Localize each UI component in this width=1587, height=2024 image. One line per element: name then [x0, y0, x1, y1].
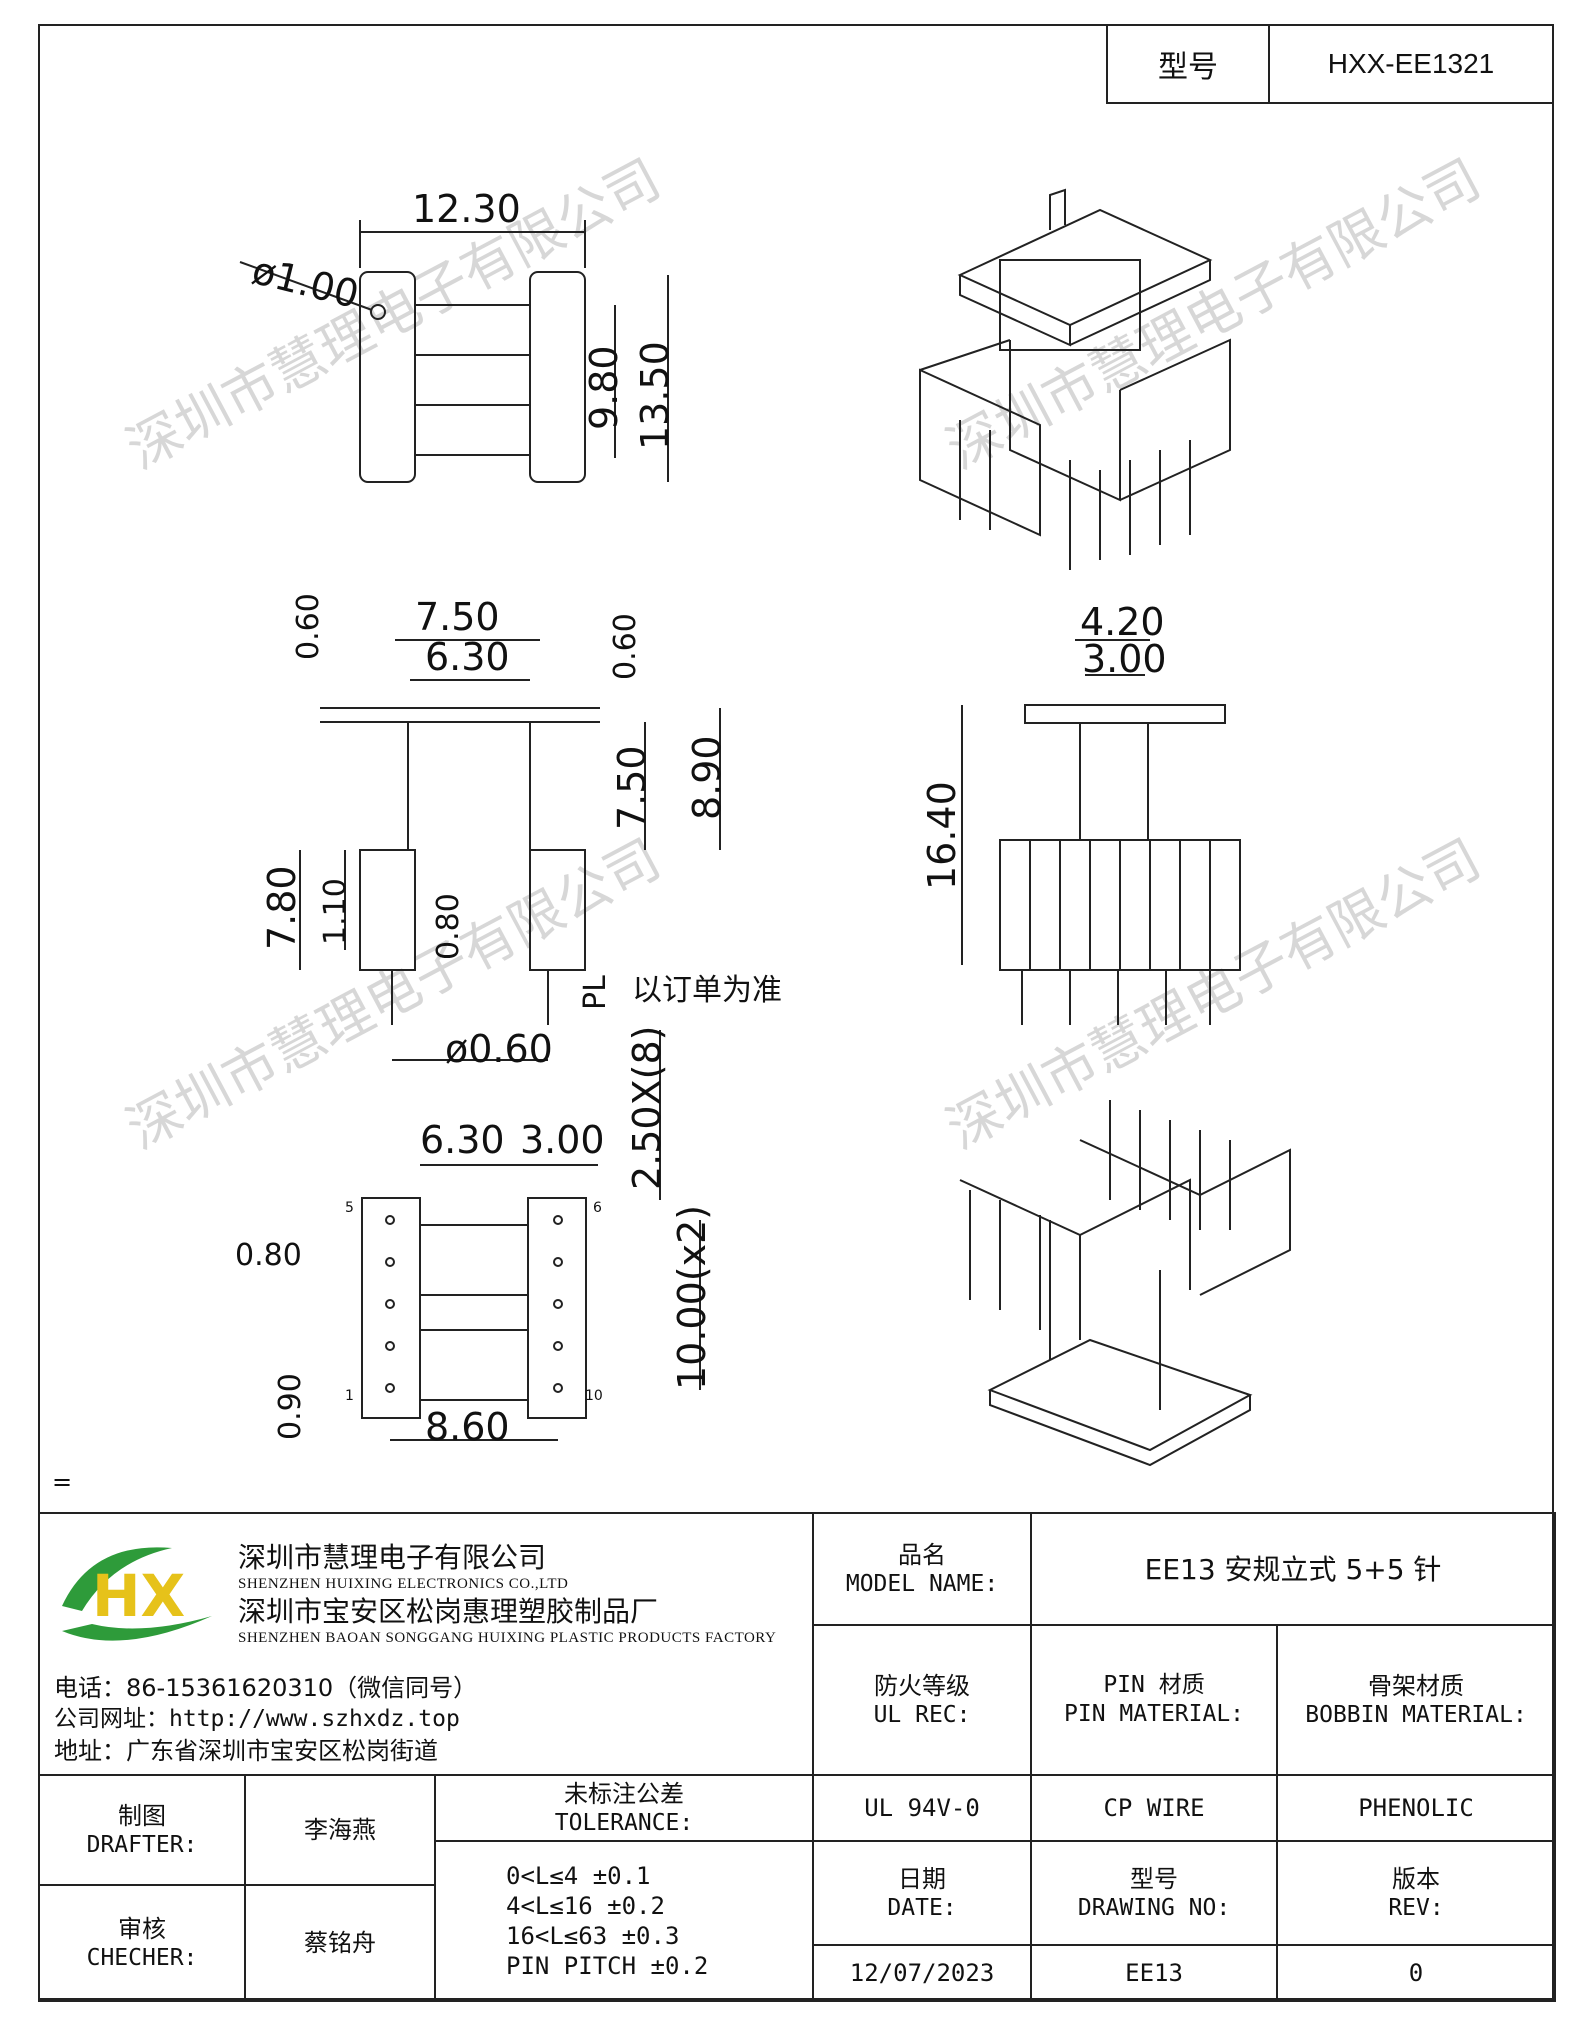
factory-name-cn: 深圳市宝安区松岗惠理塑胶制品厂 — [238, 1594, 659, 1628]
title-block: HX 深圳市慧理电子有限公司 SHENZHEN HUIXING ELECTRON… — [37, 1512, 1557, 2002]
watermark-1: 深圳市慧理电子有限公司 — [117, 147, 671, 481]
dim-b: 13.50 — [633, 341, 677, 450]
address: 地址：广东省深圳市宝安区松岗街道 — [54, 1737, 438, 1766]
eq-mark: = — [52, 1468, 73, 1496]
company-info: 深圳市慧理电子有限公司 SHENZHEN HUIXING ELECTRONICS… — [238, 1540, 776, 1648]
company-logo: HX — [62, 1547, 212, 1641]
company-name-en: SHENZHEN HUIXING ELECTRONICS CO.,LTD — [238, 1576, 569, 1592]
dim-p90: 0.90 — [273, 1373, 308, 1440]
model-name-value: EE13 安规立式 5+5 针 — [1030, 1512, 1557, 1626]
date-value: 12/07/2023 — [812, 1944, 1033, 2002]
pin-number-10: 10 — [585, 1388, 603, 1404]
dim-p80b: 0.80 — [235, 1238, 302, 1273]
top-view: 12.30 ø1.00 9.80 13.50 — [239, 187, 677, 483]
dim-f: 7.50 — [610, 745, 654, 830]
dim-c: 9.80 — [582, 345, 626, 430]
website[interactable]: 公司网址：http://www.szhxdz.top — [54, 1706, 460, 1733]
dim-i: ø0.60 — [445, 1027, 553, 1071]
model-label: 型号 — [1108, 26, 1270, 102]
dim-a: 12.30 — [412, 187, 521, 231]
iso-view-top — [919, 188, 1231, 570]
factory-name-en: SHENZHEN BAOAN SONGGANG HUIXING PLASTIC … — [238, 1629, 777, 1646]
dim-t2: 0.60 — [608, 613, 643, 680]
dim-bot-b: 3.00 — [520, 1118, 605, 1162]
rev-value: 0 — [1276, 1944, 1557, 2002]
tolerance-line-3: 16<L≤63 ±0.3 — [506, 1922, 680, 1950]
bobbin-material-value: PHENOLIC — [1276, 1774, 1557, 1842]
dim-h: 7.80 — [260, 865, 304, 950]
dim-m: 2.50X(8) — [625, 1026, 669, 1190]
tolerance-line-2: 4<L≤16 ±0.2 — [506, 1892, 665, 1920]
drawing-no-value: EE13 — [1030, 1944, 1279, 2002]
phone: 电话：86-15361620310（微信同号） — [54, 1674, 478, 1702]
checker-value: 蔡铭舟 — [244, 1884, 436, 2002]
pin-material-value: CP WIRE — [1030, 1774, 1279, 1842]
pin-number-6: 6 — [593, 1200, 602, 1216]
dim-pl: PL — [578, 975, 613, 1010]
front-view: 7.50 6.30 0.60 0.60 7.50 8.90 7.80 1.10 … — [260, 593, 782, 1071]
dim-bot-a: 6.30 — [420, 1118, 505, 1162]
dim-d: 7.50 — [415, 595, 500, 639]
tolerance-values: 0<L≤4 ±0.1 4<L≤16 ±0.2 16<L≤63 ±0.3 PIN … — [433, 1840, 815, 2002]
dim-e: 6.30 — [425, 635, 510, 679]
dim-h2: 1.10 — [318, 878, 353, 945]
model-value: HXX-EE1321 — [1327, 48, 1495, 79]
drafter-value: 李海燕 — [244, 1774, 436, 1886]
contact-info: 电话：86-15361620310（微信同号） 公司网址：http://www.… — [54, 1672, 477, 1768]
tolerance-line-4: PIN PITCH ±0.2 — [506, 1952, 709, 1980]
dim-p80: 0.80 — [431, 893, 466, 960]
dim-k: 4.20 — [1080, 600, 1165, 644]
ul-value: UL 94V-0 — [812, 1774, 1033, 1842]
pin-number-5: 5 — [345, 1200, 354, 1216]
company-block: HX 深圳市慧理电子有限公司 SHENZHEN HUIXING ELECTRON… — [37, 1512, 815, 1776]
bottom-view: 6.30 3.00 2.50X(8) 10.00(x2) 8.60 0.80 0… — [235, 1026, 714, 1449]
iso-view-bottom — [959, 1100, 1291, 1467]
dim-t1: 0.60 — [291, 593, 326, 660]
dim-n: 8.60 — [425, 1405, 510, 1449]
pin-number-1: 1 — [345, 1388, 354, 1404]
technical-drawing: 深圳市慧理电子有限公司 深圳市慧理电子有限公司 深圳市慧理电子有限公司 深圳市慧… — [117, 147, 1491, 1467]
svg-text:HX: HX — [92, 1562, 185, 1630]
dim-j: 16.40 — [920, 781, 964, 890]
model-box: 型号 HXX-EE1321 — [1106, 26, 1552, 104]
pl-note: 以订单为准 — [632, 973, 782, 1008]
dim-hole: ø1.00 — [248, 248, 363, 317]
dim-l: 3.00 — [1082, 637, 1167, 681]
watermark-4: 深圳市慧理电子有限公司 — [937, 827, 1491, 1161]
dim-bot-r: 10.00(x2) — [670, 1205, 714, 1390]
company-name-cn: 深圳市慧理电子有限公司 — [238, 1541, 547, 1574]
tolerance-line-1: 0<L≤4 ±0.1 — [506, 1862, 651, 1890]
side-view: 4.20 3.00 16.40 — [920, 600, 1241, 1025]
model-name-label: 品名 MODEL NAME: — [812, 1512, 1033, 1626]
dim-g: 8.90 — [685, 735, 729, 820]
watermark-2: 深圳市慧理电子有限公司 — [937, 147, 1491, 481]
